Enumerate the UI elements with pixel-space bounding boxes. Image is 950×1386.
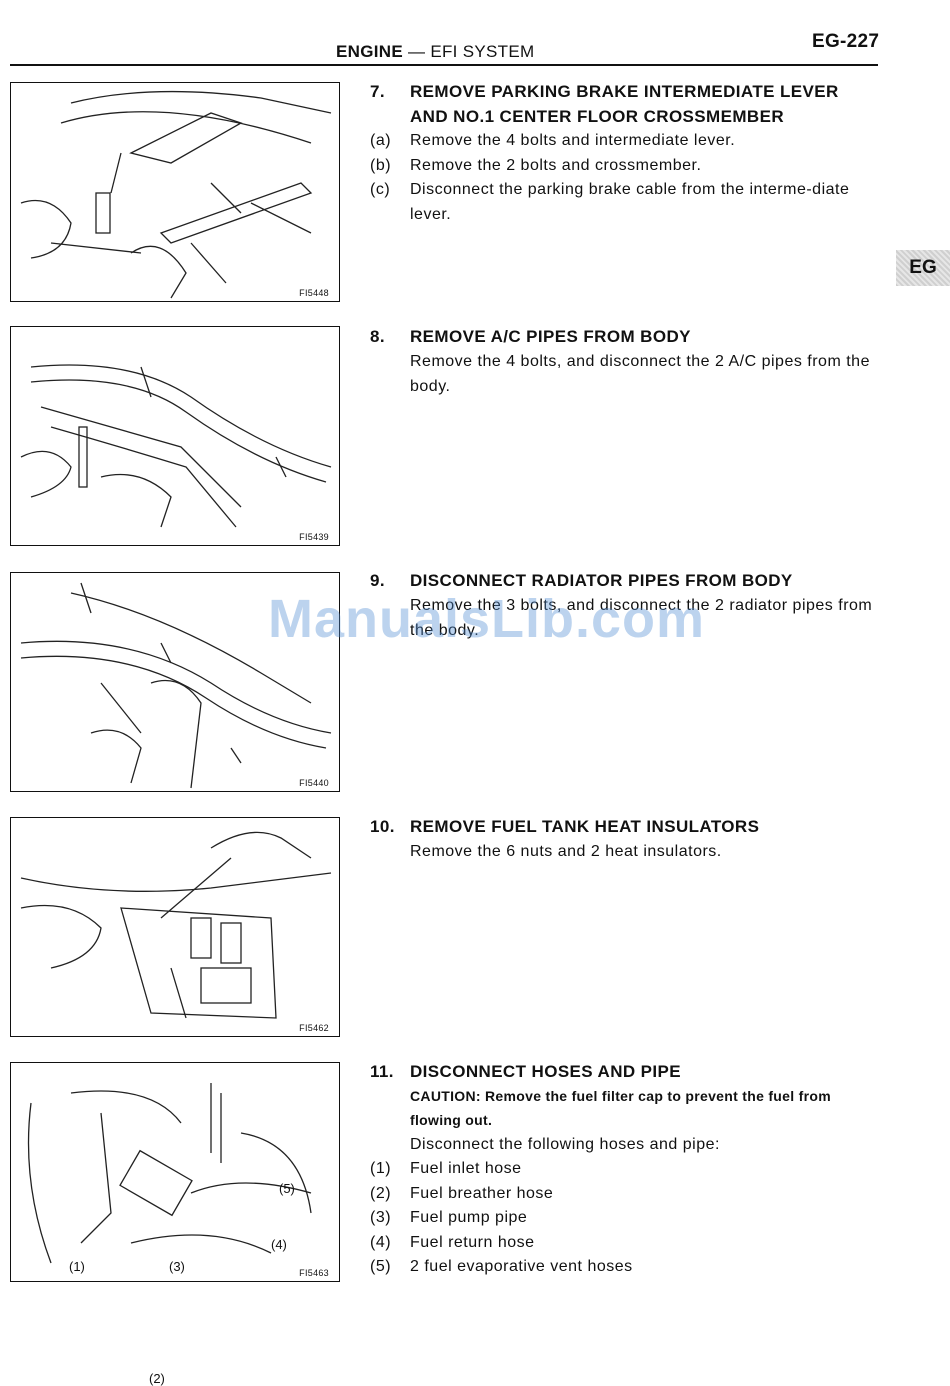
illustration-radiator-pipes (20, 582, 332, 789)
step-text: Remove the 3 bolts, and disconnect the 2… (410, 597, 873, 639)
list-item: (c)Disconnect the parking brake cable fr… (370, 181, 850, 223)
step-text: Remove the 4 bolts, and disconnect the 2… (410, 353, 870, 395)
figure-code: FI5463 (299, 1268, 329, 1278)
illustration-fuel-hoses (27, 1083, 312, 1264)
caution-note: CAUTION: Remove the fuel filter cap to p… (410, 1088, 831, 1128)
figure-code: FI5439 (299, 532, 329, 542)
illustration-parking-brake (20, 90, 332, 299)
step-9: 9.DISCONNECT RADIATOR PIPES FROM BODY Re… (370, 568, 880, 643)
list-item: (4)Fuel return hose (370, 1233, 535, 1251)
illustration-ac-pipes (20, 364, 332, 528)
step-7: 7.REMOVE PARKING BRAKE INTERMEDIATE LEVE… (370, 79, 880, 227)
illustration-heat-insulators (20, 831, 332, 1019)
section-title: ENGINE — EFI SYSTEM (336, 42, 535, 61)
section-tab: EG (896, 250, 950, 286)
callout-2: (2) (149, 1371, 165, 1386)
list-item: (a)Remove the 4 bolts and intermediate l… (370, 132, 736, 149)
figure-code: FI5440 (299, 778, 329, 788)
step-heading: 7.REMOVE PARKING BRAKE INTERMEDIATE LEVE… (370, 82, 839, 126)
step-heading: 9.DISCONNECT RADIATOR PIPES FROM BODY (370, 571, 793, 590)
step-intro: Disconnect the following hoses and pipe: (410, 1136, 720, 1153)
step-heading: 8.REMOVE A/C PIPES FROM BODY (370, 327, 691, 346)
figure-radiator-pipes: FI5440 (10, 572, 340, 792)
page-number: EG-227 (812, 31, 880, 52)
figure-parking-brake-lever: FI5448 (10, 82, 340, 302)
callout-4: (4) (271, 1237, 287, 1252)
step-10: 10.REMOVE FUEL TANK HEAT INSULATORS Remo… (370, 814, 880, 864)
step-8: 8.REMOVE A/C PIPES FROM BODY Remove the … (370, 324, 880, 399)
figure-hoses-and-pipe: (2) (5) (4) (1) (3) FI5463 (10, 1062, 340, 1386)
step-11: 11.DISCONNECT HOSES AND PIPE CAUTION: Re… (370, 1059, 880, 1280)
list-item: (5)2 fuel evaporative vent hoses (370, 1258, 633, 1275)
list-item: (1)Fuel inlet hose (370, 1160, 522, 1177)
callout-5: (5) (279, 1181, 295, 1196)
callout-1: (1) (69, 1259, 85, 1274)
figure-ac-pipes: FI5439 (10, 326, 340, 546)
figure-heat-insulators: FI5462 (10, 817, 340, 1037)
list-item: (2)Fuel breather hose (370, 1184, 554, 1202)
list-item: (b)Remove the 2 bolts and crossmember. (370, 156, 702, 174)
watermark: ManualsLib.com (268, 589, 706, 649)
callout-3: (3) (169, 1259, 185, 1274)
list-item: (3)Fuel pump pipe (370, 1209, 528, 1226)
figure-code: FI5448 (299, 288, 329, 298)
step-text: Remove the 6 nuts and 2 heat insulators. (410, 843, 722, 860)
figure-code: FI5462 (299, 1023, 329, 1033)
step-heading: 11.DISCONNECT HOSES AND PIPE (370, 1062, 682, 1081)
step-heading: 10.REMOVE FUEL TANK HEAT INSULATORS (370, 817, 760, 836)
header-rule (10, 64, 878, 66)
